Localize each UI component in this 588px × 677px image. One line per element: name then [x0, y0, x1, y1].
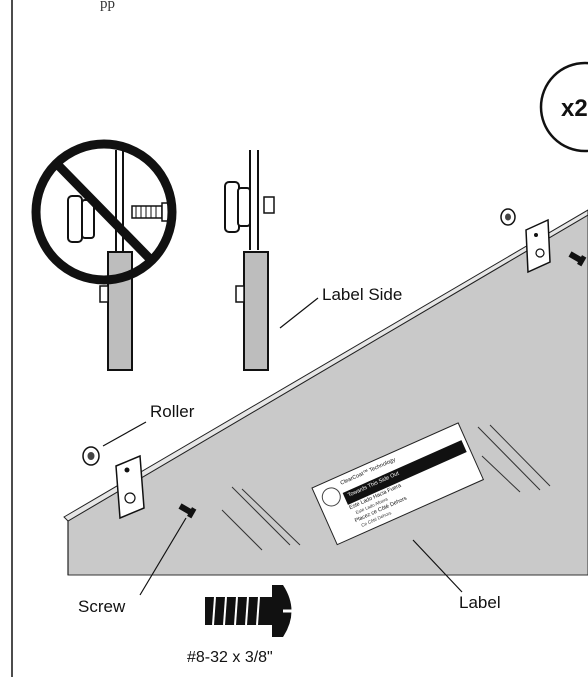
label-side-callout: Label Side: [322, 285, 403, 304]
quantity-label: x2: [561, 95, 588, 122]
screw-icon: [205, 585, 298, 637]
screw-icon: [178, 503, 197, 519]
roller-icon: [82, 446, 100, 466]
bracket-icon: [115, 454, 145, 520]
label-callout: Label: [459, 593, 501, 612]
roller-callout: Roller: [150, 402, 195, 421]
roller-icon: [500, 208, 516, 226]
bracket-icon: [525, 218, 551, 274]
screw-leader: [139, 517, 187, 596]
correct-orientation-view: [224, 150, 275, 371]
label-leader: [412, 539, 463, 593]
product-label: [311, 422, 485, 546]
prohibition-icon: [31, 139, 177, 371]
screw-callout: Screw: [78, 597, 126, 616]
label-side-leader: [279, 297, 319, 329]
quantity-badge-icon: [539, 61, 588, 153]
screw-icon: [568, 251, 587, 267]
screw-spec-text: #8-32 x 3/8": [187, 649, 273, 666]
glass-reflections: [221, 424, 551, 551]
header-fragment-text: pp: [100, 0, 115, 12]
glass-panel-edge: [63, 209, 588, 522]
roller-leader: [102, 421, 147, 447]
